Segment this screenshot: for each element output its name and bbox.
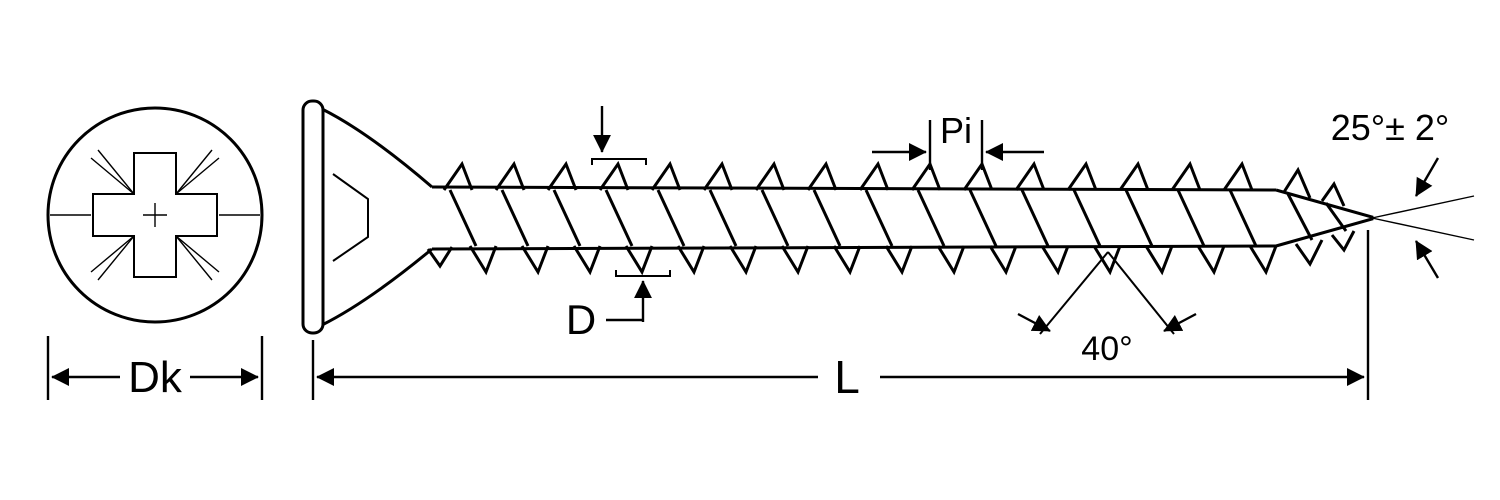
thread-angle-leg-right [1107,251,1175,335]
head-cone-top [321,107,433,189]
tip-angle-line-upper [1371,195,1475,219]
thread-angle-leg-left [1039,251,1109,335]
thread-turn [1118,162,1174,274]
tip-angle-arrow-lower [1414,240,1440,279]
center-plus-mark [143,203,167,227]
thread-turn [962,162,1018,274]
thread-turn [598,162,654,274]
dk-label: Dk [128,353,183,402]
thread-turn [1014,162,1070,274]
d-dimension: D [566,106,671,343]
d-top-bracket [591,158,647,165]
thread-angle-arrow-left [1017,312,1051,333]
d-bottom-bracket [615,270,671,277]
thread-angle-label: 40° [1081,330,1132,368]
thread-turn [650,162,706,274]
pozidriv-tick-marks [90,149,220,281]
head-outline-circle [46,106,264,324]
l-dimension: L [311,230,1370,403]
d-label: D [566,296,596,343]
thread-turn [858,162,914,274]
l-label: L [834,351,860,403]
pi-label: Pi [940,110,972,151]
recess-side-profile [332,173,369,262]
thread-angle-annotation: 40° [1017,251,1197,368]
thread-section [442,162,1278,274]
thread-turn [442,162,498,274]
thread-turn [754,162,810,274]
tip-angle-arrow-upper [1414,157,1440,197]
core-bottom-line [431,244,1277,251]
head-cone-bottom [321,247,433,327]
thread-turn [910,162,966,274]
thread-turn [494,162,550,274]
tip-angle-label: 25°± 2° [1331,107,1450,148]
thread-turn [806,162,862,274]
screw-side-view [301,99,1374,335]
first-partial-tooth [426,246,454,269]
thread-turn [1222,162,1278,274]
screw-tip [1275,166,1374,267]
pi-dimension: Pi [872,110,1044,170]
thread-turn [702,162,758,274]
thread-turn [1170,162,1226,274]
head-band [301,99,325,335]
tip-angle-line-lower [1371,217,1475,241]
thread-turn [546,162,602,274]
head-top-view [46,106,264,324]
tip-angle-annotation: 25°± 2° [1331,107,1475,279]
core-top-line [431,185,1277,192]
thread-angle-arrow-right [1163,312,1197,333]
dk-dimension: Dk [46,336,264,402]
